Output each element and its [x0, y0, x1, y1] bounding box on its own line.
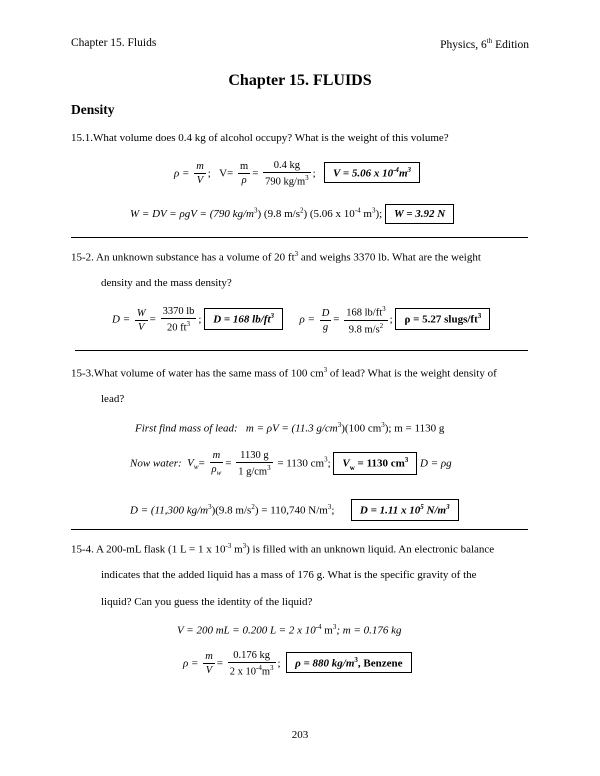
problem-4-question-line2: indicates that the added liquid has a ma…: [101, 569, 477, 581]
problem-2-question-line2: density and the mass density?: [101, 277, 232, 289]
divider-3: [71, 529, 528, 530]
problem-4-answer-density: ρ = 880 kg/m3, Benzene: [286, 651, 412, 674]
problem-4-volume-line: V = 200 mL = 0.200 L = 2 x 10-4 m3; m = …: [177, 623, 402, 637]
problem-3-answer-weight-density: D = 1.11 x 105 N/m3: [350, 499, 459, 521]
divider-1: [71, 237, 528, 238]
problem-4-question: 15-4. A 200-mL flask (1 L = 1 x 10-3 m3)…: [71, 542, 495, 556]
problem-3-question-line2: lead?: [101, 393, 125, 405]
divider-2: [75, 350, 528, 351]
problem-2-answer-weight-density: D = 168 lb/ft3: [204, 307, 283, 330]
problem-4-question-line3: liquid? Can you guess the identity of th…: [101, 596, 313, 608]
problem-2-question: 15-2. An unknown substance has a volume …: [71, 250, 481, 264]
problem-1-answer-weight: W = 3.92 N: [384, 204, 455, 224]
problem-1-answer-volume: V = 5.06 x 10-4m3: [323, 161, 420, 184]
problem-3-question: 15-3.What volume of water has the same m…: [71, 366, 497, 380]
problem-1-question: 15.1.What volume does 0.4 kg of alcohol …: [71, 132, 449, 144]
problem-3-lead-mass-line: First find mass of lead: m = ρV = (11.3 …: [135, 421, 445, 435]
header-book: Physics, 6th Edition: [440, 37, 529, 51]
problem-2-answer-mass-density: ρ = 5.27 slugs/ft3: [395, 307, 491, 330]
problem-1-weight-line: W = DV = ρgV = (790 kg/m3) (9.8 m/s2) (5…: [130, 204, 455, 224]
problem-3-weight-density-line: D = (11,300 kg/m3)(9.8 m/s2) = 110,740 N…: [130, 499, 459, 521]
page-number: 203: [291, 729, 309, 741]
header-chapter: Chapter 15. Fluids: [71, 37, 157, 49]
section-heading: Density: [71, 102, 115, 117]
problem-3-answer-water-volume: Vw = 1130 cm3: [333, 451, 418, 476]
chapter-title: Chapter 15. FLUIDS: [228, 72, 372, 89]
